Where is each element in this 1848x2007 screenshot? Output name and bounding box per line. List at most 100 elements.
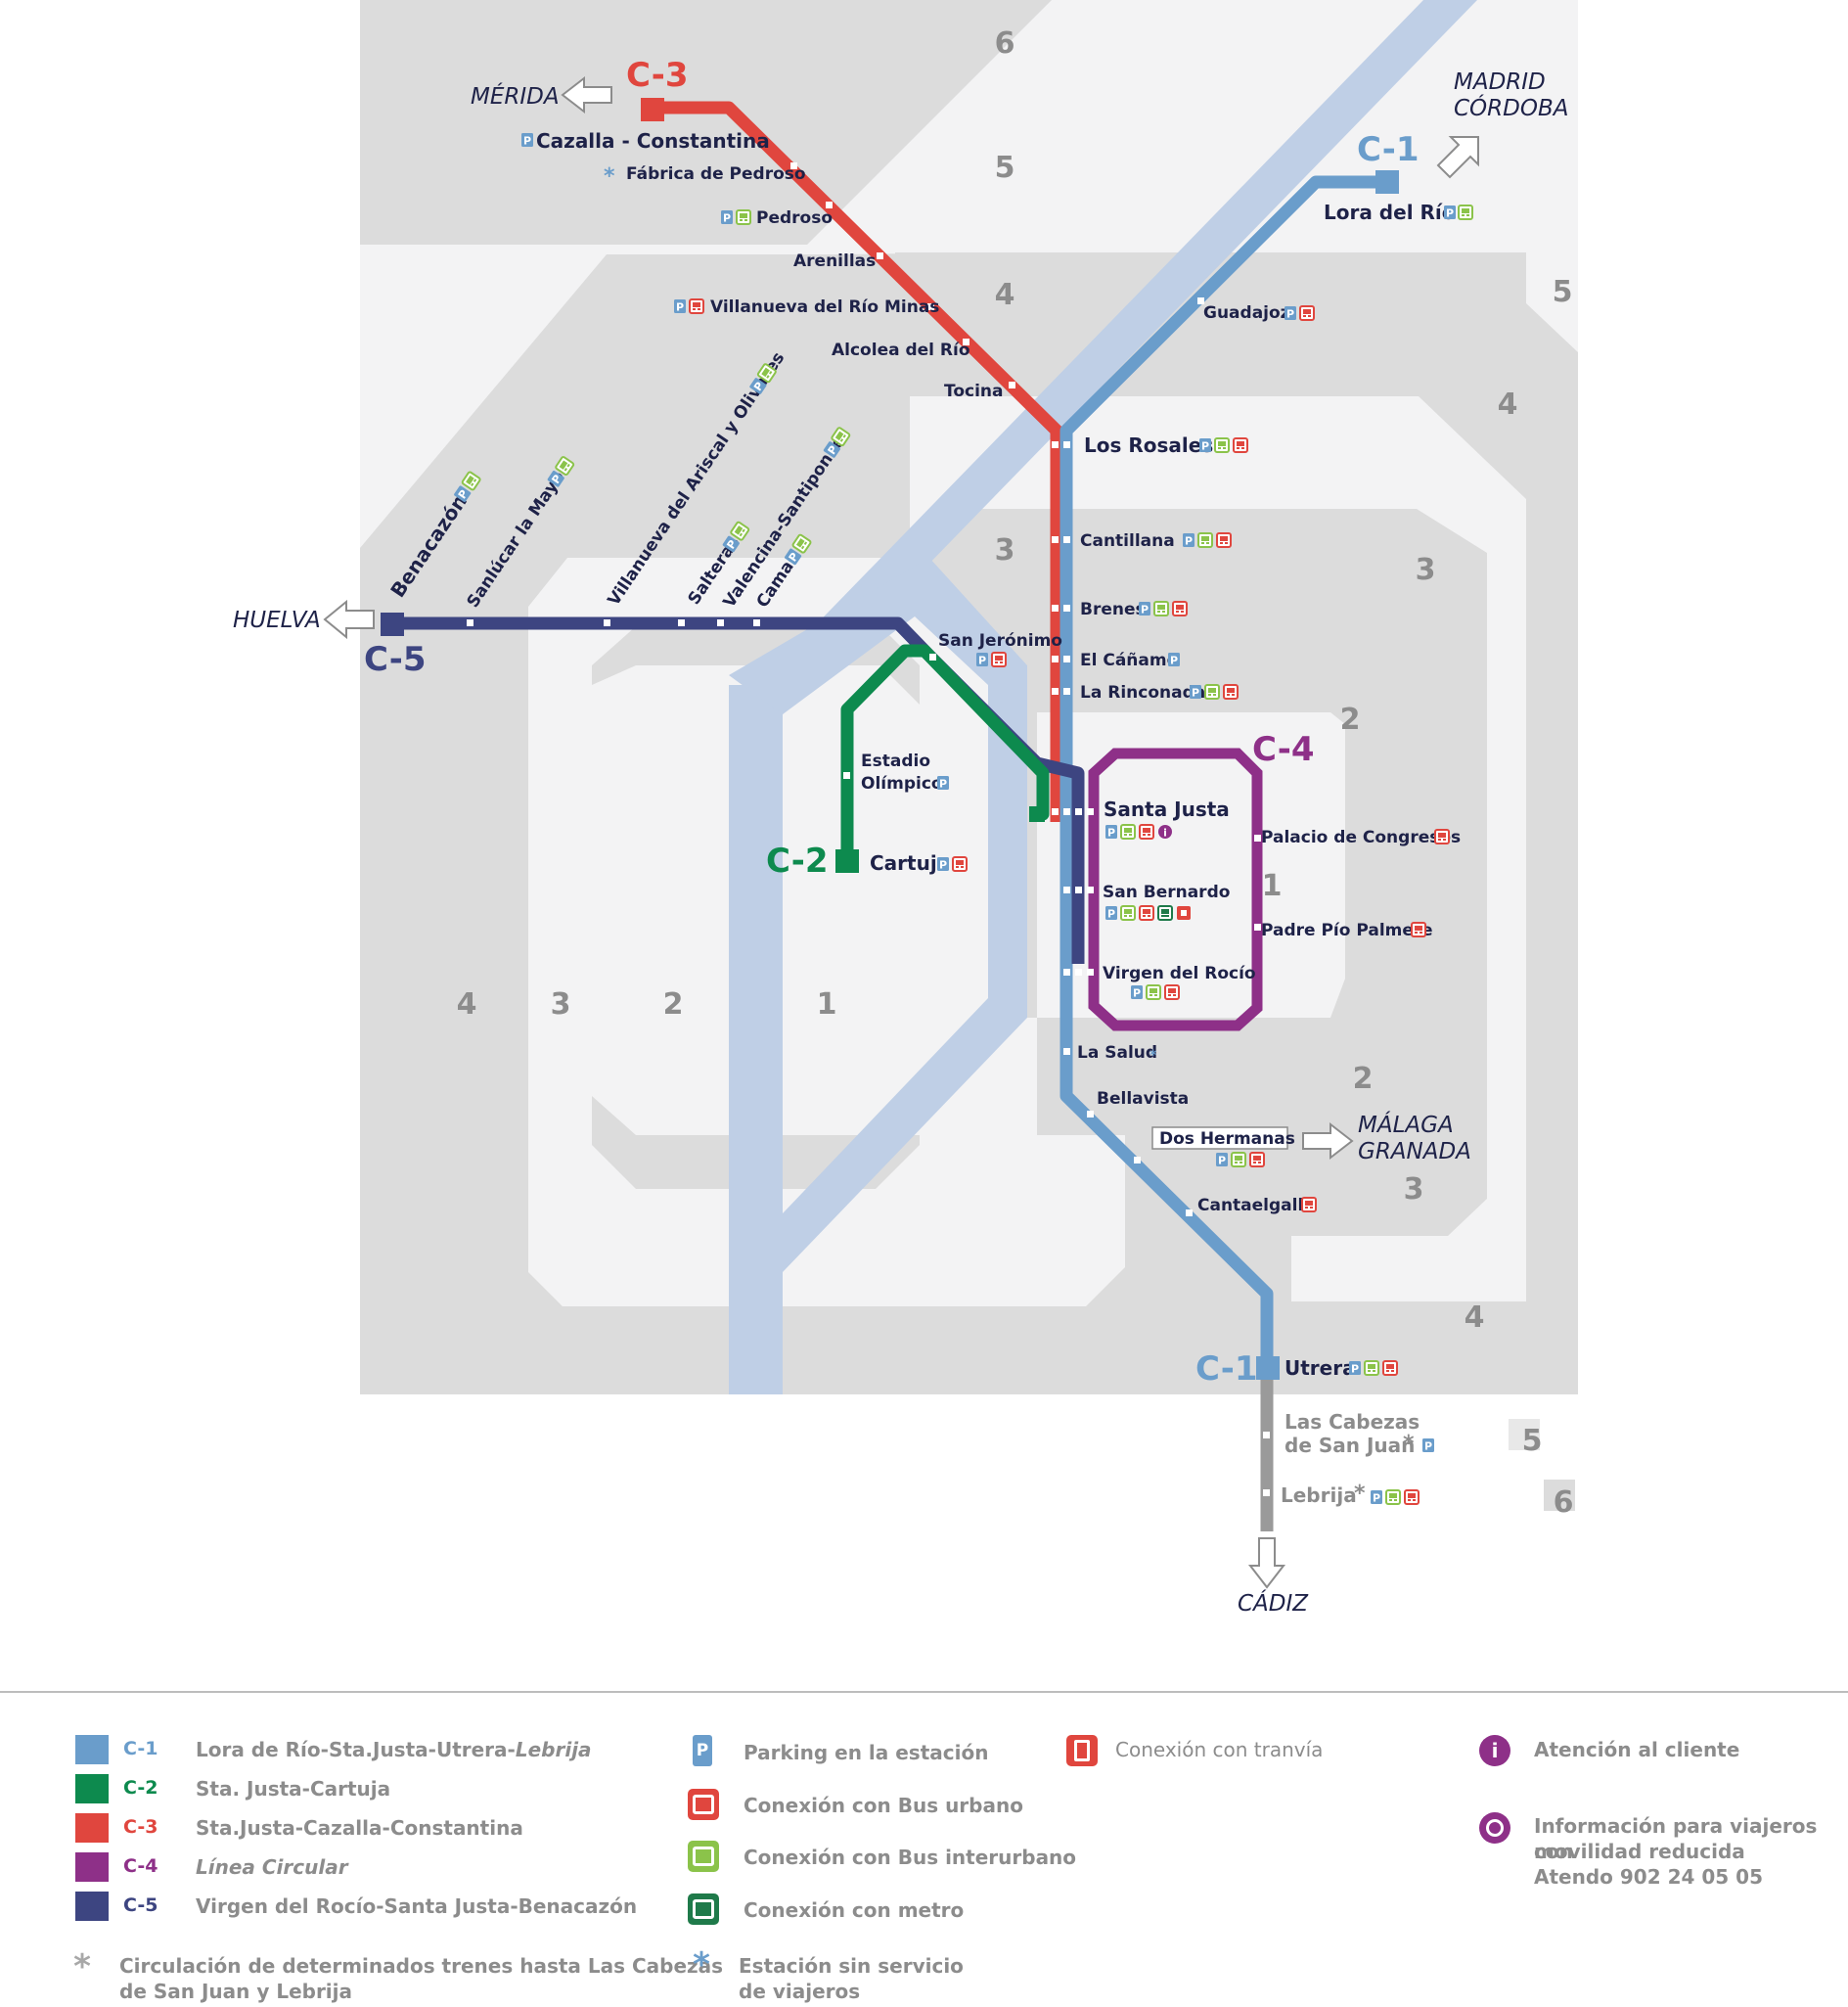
bus-interurbano-icon bbox=[1204, 684, 1220, 700]
station-lebrija[interactable]: Lebrija bbox=[1281, 1483, 1357, 1507]
parking-icon bbox=[1371, 1490, 1382, 1505]
parking-icon bbox=[1199, 438, 1211, 453]
station-santa-justa[interactable]: Santa Justa bbox=[1104, 798, 1230, 821]
no-service-asterisk-icon: * bbox=[1149, 1048, 1157, 1064]
station-cazalla-constantina[interactable]: Cazalla - Constantina bbox=[536, 129, 770, 153]
asterisk-icon: * bbox=[1354, 1482, 1366, 1506]
station-fabrica-de-pedroso[interactable]: Fábrica de Pedroso bbox=[626, 164, 806, 184]
malaga-label: MÁLAGA bbox=[1358, 1111, 1454, 1138]
line-c1 bbox=[1059, 170, 1399, 1380]
bus-urbano-icon bbox=[1223, 684, 1239, 700]
zone-4: 4 bbox=[1498, 388, 1518, 422]
station-tocina[interactable]: Tocina bbox=[944, 382, 1004, 401]
no-service-asterisk-icon: * bbox=[693, 1945, 710, 1984]
legend-bus-urbano: Conexión con Bus urbano bbox=[744, 1794, 1023, 1817]
station-san-jeronimo[interactable]: San Jerónimo bbox=[938, 631, 1062, 651]
station-lora-del-rio[interactable]: Lora del Río bbox=[1324, 201, 1456, 224]
station-las-cabezas-line1[interactable]: Las Cabezas bbox=[1285, 1410, 1420, 1434]
arrow-left-icon bbox=[323, 599, 375, 640]
legend: C-1 Lora de Río-Sta.Justa-Utrera-Lebrija… bbox=[0, 1691, 1848, 2007]
station-cantaelgallo[interactable]: Cantaelgallo bbox=[1197, 1196, 1315, 1215]
parking-icon bbox=[721, 210, 733, 225]
direction-malaga-granada: MÁLAGA GRANADA bbox=[1302, 1111, 1471, 1164]
bus-urbano-icon bbox=[1139, 905, 1154, 921]
station-estadio-olimpico-line1[interactable]: Estadio bbox=[861, 752, 930, 771]
bus-urbano-icon bbox=[1411, 922, 1426, 937]
note-line1: Circulación de determinados trenes hasta… bbox=[119, 1954, 724, 1978]
legend-movilidad-line2: movilidad reducida bbox=[1534, 1840, 1745, 1863]
no-service-asterisk-icon: * bbox=[604, 164, 615, 189]
station-las-cabezas-line2[interactable]: de San Juan bbox=[1285, 1434, 1415, 1457]
bus-urbano-icon bbox=[1404, 1489, 1420, 1505]
parking-icon bbox=[521, 133, 533, 148]
zone-6: 6 bbox=[1554, 1485, 1574, 1520]
bus-urbano-icon bbox=[1249, 1152, 1265, 1167]
station-alcolea-del-rio[interactable]: Alcolea del Río bbox=[832, 341, 970, 360]
zone-labels: 6 5 4 5 4 3 3 2 1 4 3 2 1 2 3 4 5 6 bbox=[457, 26, 1574, 1520]
c1-swatch bbox=[75, 1735, 109, 1764]
station-cartuja[interactable]: Cartuja bbox=[870, 851, 950, 875]
zone-2: 2 bbox=[1340, 703, 1361, 737]
station-bellavista[interactable]: Bellavista bbox=[1097, 1089, 1189, 1109]
line-c3 bbox=[641, 98, 1063, 822]
station-estadio-olimpico-line2[interactable]: Olímpico bbox=[861, 774, 943, 794]
c4-name: Línea Circular bbox=[196, 1855, 348, 1879]
station-dos-hermanas[interactable]: Dos Hermanas bbox=[1159, 1129, 1295, 1149]
station-los-rosales[interactable]: Los Rosales bbox=[1084, 433, 1213, 457]
station-la-rinconada[interactable]: La Rinconada bbox=[1080, 683, 1205, 703]
zone-4: 4 bbox=[457, 987, 477, 1022]
c3-badge: C-3 bbox=[626, 56, 689, 95]
c1-description: Lora de Río-Sta.Justa-Utrera-Lebrija bbox=[196, 1737, 592, 1762]
parking-icon bbox=[937, 776, 949, 791]
station-cantillana[interactable]: Cantillana bbox=[1080, 531, 1175, 551]
parking-icon bbox=[1216, 1153, 1228, 1167]
bus-urbano-icon bbox=[1172, 601, 1188, 616]
bus-interurbano-icon bbox=[736, 209, 751, 225]
legend-movilidad-line3: Atendo 902 24 05 05 bbox=[1534, 1865, 1763, 1889]
parking-icon bbox=[1139, 602, 1150, 616]
legend-sin-servicio-line1: Estación sin servicio bbox=[739, 1954, 964, 1978]
zone-1: 1 bbox=[817, 987, 837, 1022]
station-villanueva-del-rio-minas[interactable]: Villanueva del Río Minas bbox=[710, 297, 939, 317]
bus-interurbano-icon bbox=[1197, 532, 1213, 548]
zone-5: 5 bbox=[1553, 275, 1573, 309]
station-el-canamo[interactable]: El Cáñamo bbox=[1080, 651, 1178, 670]
station-san-bernardo[interactable]: San Bernardo bbox=[1103, 883, 1230, 902]
c2-badge: C-2 bbox=[766, 842, 829, 881]
tram-icon bbox=[1177, 906, 1191, 920]
station-brenes[interactable]: Brenes bbox=[1080, 600, 1146, 619]
station-arenillas[interactable]: Arenillas bbox=[793, 251, 876, 271]
station-la-salud[interactable]: La Salud bbox=[1077, 1043, 1157, 1063]
parking-icon bbox=[976, 653, 988, 667]
c5-code: C-5 bbox=[123, 1894, 158, 1916]
zone-3: 3 bbox=[995, 533, 1015, 568]
legend-bus-interurbano: Conexión con Bus interurbano bbox=[744, 1846, 1077, 1869]
station-utrera[interactable]: Utrera bbox=[1285, 1356, 1356, 1380]
bus-interurbano-icon bbox=[1153, 601, 1169, 616]
parking-icon bbox=[674, 299, 686, 314]
zone-6: 6 bbox=[995, 26, 1015, 61]
c2-swatch bbox=[75, 1774, 109, 1803]
zone-2: 2 bbox=[1353, 1062, 1374, 1096]
parking-icon bbox=[1105, 906, 1117, 921]
c4-badge: C-4 bbox=[1252, 730, 1315, 769]
bus-interurbano-icon bbox=[1385, 1489, 1401, 1505]
station-guadajoz[interactable]: Guadajoz bbox=[1203, 303, 1290, 323]
station-padre-pio-palmete[interactable]: Padre Pío Palmete bbox=[1261, 921, 1433, 940]
rail-network-map: P i 6 5 4 5 4 3 3 2 1 4 bbox=[233, 0, 1578, 1617]
c1-name-italic: Lebrija bbox=[515, 1738, 592, 1761]
line-c4 bbox=[1088, 748, 1263, 1031]
fare-zones bbox=[360, 0, 1578, 1511]
zone-3: 3 bbox=[1404, 1172, 1424, 1207]
bus-interurbano-icon bbox=[1364, 1360, 1379, 1376]
station-palacio-de-congresos[interactable]: Palacio de Congresos bbox=[1261, 828, 1461, 847]
station-virgen-del-rocio[interactable]: Virgen del Rocío bbox=[1103, 964, 1256, 983]
station-pedroso[interactable]: Pedroso bbox=[756, 208, 833, 228]
c4-swatch bbox=[75, 1852, 109, 1882]
parking-icon bbox=[937, 857, 949, 872]
guadalquivir-river bbox=[729, 0, 1477, 1394]
merida-label: MÉRIDA bbox=[471, 82, 560, 110]
bus-interurbano-icon bbox=[1214, 437, 1230, 453]
bus-urbano-icon bbox=[1301, 1197, 1317, 1212]
bus-interurbano-icon bbox=[688, 1841, 719, 1872]
